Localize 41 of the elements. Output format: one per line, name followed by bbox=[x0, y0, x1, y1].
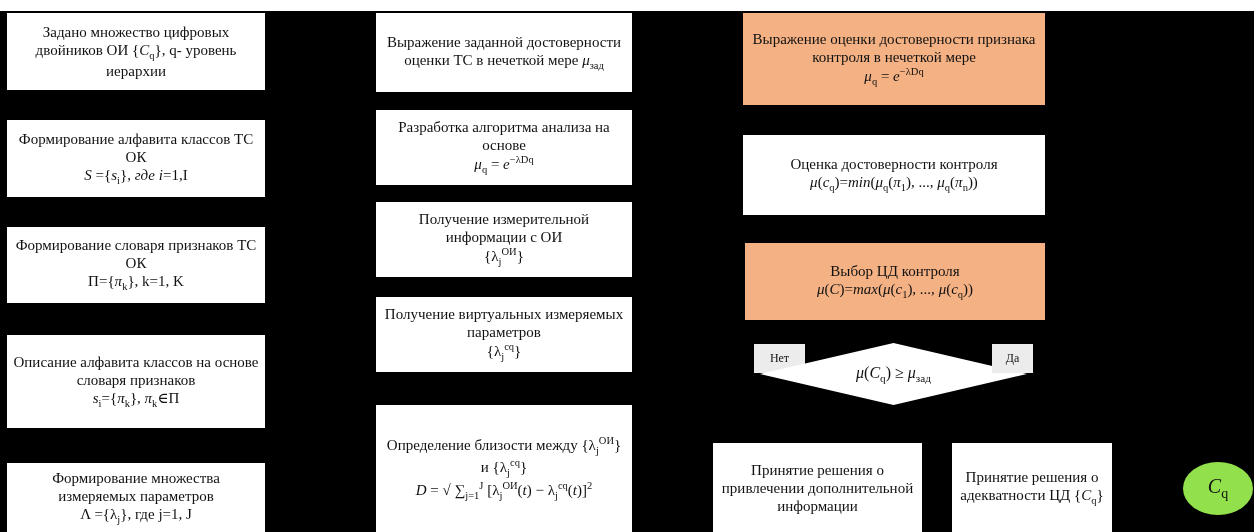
box-text: Принятие решения о привлечении дополнительной информации bbox=[720, 460, 915, 515]
process-box bbox=[376, 202, 632, 277]
process-box bbox=[745, 243, 1045, 320]
formula-text: Λ ={λ$_{j}$}, где j=1, J bbox=[80, 504, 192, 527]
formula-text: μ$_{q}$ = e$^{−λDq}$ bbox=[864, 65, 924, 89]
process-box bbox=[713, 443, 922, 532]
process-box bbox=[743, 135, 1045, 215]
formula-text: μ(C)=max(μ(c$_{1}$), ..., μ(c$_{q}$)) bbox=[816, 279, 974, 302]
box-text: Получение измерительной информации с ОИ bbox=[417, 210, 591, 247]
condition-text: μ(C$_{q}$) ≥ μ$_{зад}$ bbox=[856, 363, 931, 385]
formula-text: S ={s$_{i}$}, где i=1,I bbox=[84, 165, 188, 188]
process-box bbox=[743, 13, 1045, 105]
process-box bbox=[7, 463, 265, 532]
box-text: Оценка достоверности контроля bbox=[790, 155, 998, 174]
process-box bbox=[376, 13, 632, 92]
branch-label-box bbox=[992, 344, 1033, 373]
process-box bbox=[952, 443, 1112, 532]
box-text: Да bbox=[1005, 351, 1020, 366]
formula-text: {λ$_{j}$$^{cq}$} bbox=[486, 341, 522, 364]
process-box bbox=[376, 405, 632, 532]
box-text: C$_{q}$ bbox=[1207, 474, 1229, 503]
formula-text: П={π$_{k}$}, k=1, K bbox=[88, 272, 184, 294]
box-text: Выражение заданной достоверности оценки ТС в нечеткой мере μ$_{зад}$ bbox=[385, 32, 622, 73]
formula-text: μ(c$_{q}$)=min(μ$_{q}$(π$_{1}$), ..., μ$_{q}$(π$_{n}$)) bbox=[810, 173, 978, 195]
process-box bbox=[7, 335, 265, 428]
formula-text: {λ$_{j}$$^{ОИ}$} bbox=[484, 246, 524, 269]
process-box bbox=[7, 13, 265, 90]
formula-text: D = √ ∑$_{j=1}$$^{J}$ [λ$_{j}$$^{ОИ}$(t) − λ$_{j}$$^{cq}$(t)]$^{2}$ bbox=[415, 479, 593, 503]
formula-text: s$_{i}$={π$_{k}$}, π$_{k}$∈П bbox=[92, 388, 180, 411]
formula-text: μ$_{q}$ = e$^{−λDq}$ bbox=[474, 154, 534, 177]
box-text: Формирование множества измеряемых параметров bbox=[51, 468, 221, 505]
box-text: Нет bbox=[769, 351, 790, 366]
box-text: Задано множество цифровых двойников ОИ {C$_{q}$}, q- уровень иерархии bbox=[34, 22, 238, 81]
process-box bbox=[376, 297, 632, 372]
process-box bbox=[7, 120, 265, 197]
box-text: Принятие решения о адекватности ЦД {C$_{q}$} bbox=[959, 467, 1105, 508]
box-text: Определение близости между {λ$_{j}$$^{ОИ}$} и {λ$_{j}$$^{cq}$} bbox=[385, 434, 623, 480]
process-box bbox=[376, 110, 632, 185]
box-text: Выбор ЦД контроля bbox=[830, 261, 960, 280]
box-text: Получение виртуальных измеряемых параметров bbox=[383, 305, 625, 342]
process-box bbox=[7, 227, 265, 303]
